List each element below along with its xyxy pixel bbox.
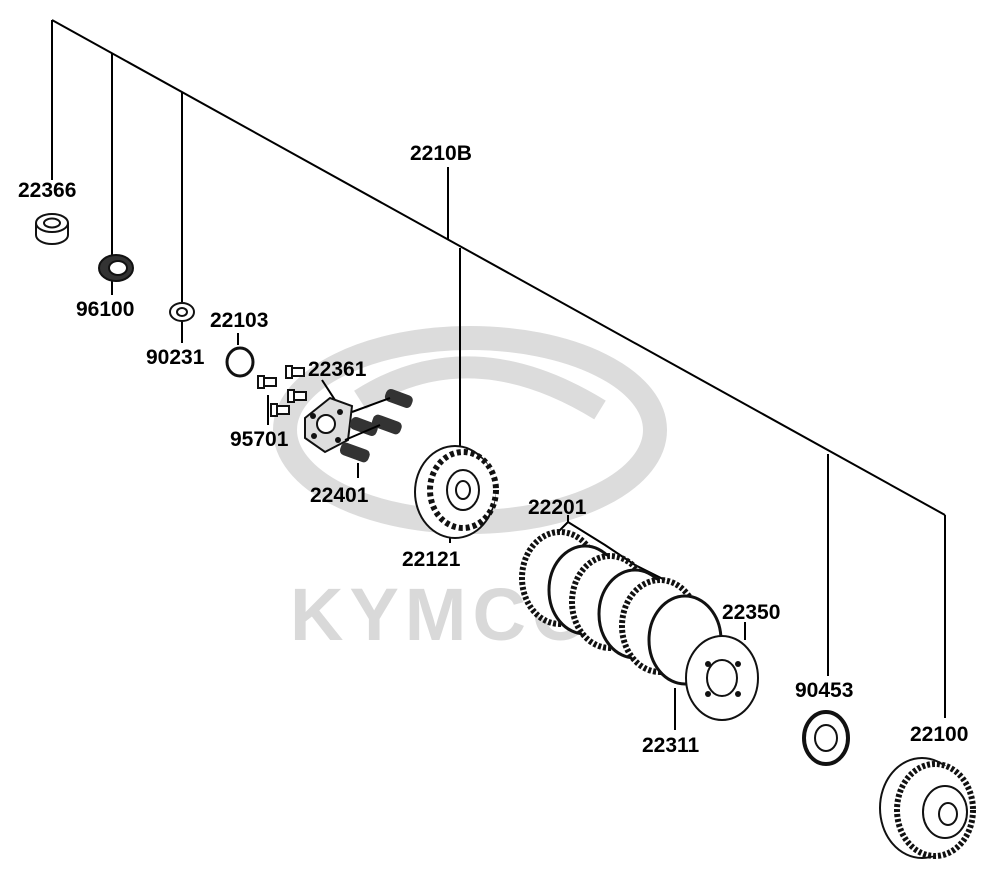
label-96100: 96100 <box>76 298 134 321</box>
part-22121-hub <box>414 445 499 539</box>
assembly-line <box>51 19 946 516</box>
part-22401-springs <box>339 388 413 463</box>
label-22401: 22401 <box>310 484 369 507</box>
part-22100-housing <box>879 757 976 859</box>
part-22103-ring <box>225 346 255 378</box>
label-22100: 22100 <box>910 723 968 746</box>
label-22121: 22121 <box>402 548 461 571</box>
part-96100-bearing <box>98 254 134 282</box>
label-22103: 22103 <box>210 309 268 332</box>
label-95701: 95701 <box>230 428 289 451</box>
label-22350: 22350 <box>722 601 780 624</box>
part-90453-washer <box>802 710 850 766</box>
part-95701-bolts <box>257 365 307 417</box>
label-22311: 22311 <box>642 734 700 757</box>
label-90453: 90453 <box>795 679 853 702</box>
part-90231-nut <box>169 302 195 322</box>
label-2210B: 2210B <box>410 142 472 165</box>
label-22366: 22366 <box>18 179 76 202</box>
label-22201: 22201 <box>528 496 587 519</box>
part-22366-collar <box>35 213 69 245</box>
part-22361-plate <box>304 396 354 454</box>
label-90231: 90231 <box>146 346 205 369</box>
part-22350-boss <box>685 635 759 721</box>
leader-lines <box>51 20 946 730</box>
label-22361: 22361 <box>308 358 367 381</box>
